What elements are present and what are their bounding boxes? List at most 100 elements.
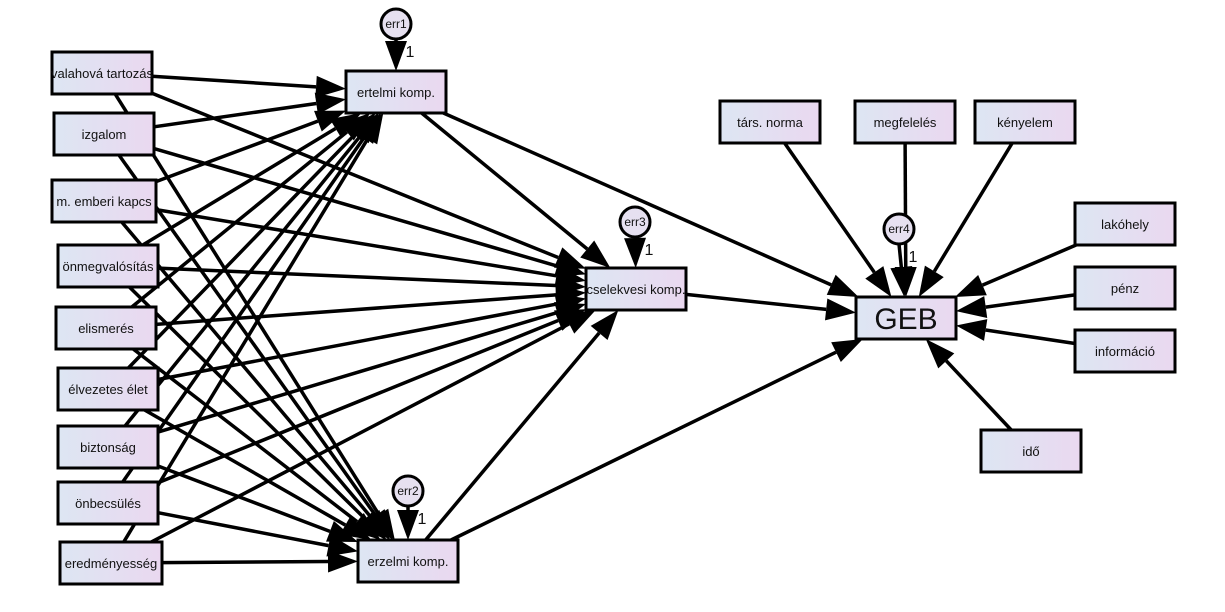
node-box <box>50 178 158 224</box>
nodes-layer: valahová tartozás izgalom m. emberi kapcs ö… <box>50 50 1177 586</box>
node-kenyelem[interactable]: kényelem <box>973 99 1077 145</box>
node-lakohely[interactable]: lakóhely <box>1073 201 1177 247</box>
arrowhead <box>580 240 611 268</box>
path-arrow-line <box>155 119 319 184</box>
node-erzelmi[interactable]: erzelmi komp. <box>356 538 460 584</box>
path-ertelmi-to-geb <box>442 111 859 297</box>
path-arrow-line <box>130 130 349 309</box>
node-ertelmi[interactable]: ertelmi komp. <box>344 69 448 115</box>
node-label: lakóhely <box>1101 217 1149 232</box>
arrowhead <box>956 296 988 318</box>
path-onbecsules-to-erzelmi <box>157 510 358 557</box>
node-penz[interactable]: pénz <box>1073 265 1177 311</box>
node-box <box>52 111 156 157</box>
node-label: GEB <box>874 303 937 336</box>
path-arrow-line <box>157 310 558 434</box>
path-elismeres-to-cselekvesi <box>155 283 586 327</box>
error-label: err3 <box>624 215 646 229</box>
node-ido[interactable]: idő <box>979 428 1083 474</box>
node-tars[interactable]: társ. norma <box>718 99 822 145</box>
node-label: cselekvesi komp. <box>587 282 686 297</box>
path-arrow-line <box>945 359 1013 432</box>
node-megfeleles[interactable]: megfelelés <box>853 99 957 145</box>
error-term-err3[interactable]: err3 1 <box>618 205 654 268</box>
path-valahova-to-ertelmi <box>151 74 346 98</box>
arrowhead <box>358 113 384 145</box>
path-arrow-line <box>127 133 357 370</box>
path-arrow-line <box>143 408 347 527</box>
node-box <box>1073 328 1177 374</box>
path-arrow-line <box>157 302 557 382</box>
path-arrow-line <box>155 207 557 278</box>
node-box <box>56 366 160 412</box>
node-box <box>1073 265 1177 311</box>
node-label: elismerés <box>78 321 134 336</box>
path-arrow-line <box>157 510 329 548</box>
path-arrow-line <box>141 127 337 247</box>
node-onbecsules[interactable]: önbecsülés <box>56 480 160 526</box>
node-elismeres[interactable]: elismerés <box>54 305 158 351</box>
arrowhead <box>397 510 419 540</box>
node-box <box>1073 201 1177 247</box>
node-box <box>979 428 1083 474</box>
path-biztonsag-to-erzelmi <box>157 464 358 542</box>
error-path-err4 <box>890 243 913 297</box>
path-arrow-line <box>121 136 366 484</box>
arrowhead <box>918 265 944 297</box>
path-arrow-line <box>985 293 1076 309</box>
path-arrow-line <box>783 142 876 274</box>
node-izgalom[interactable]: izgalom <box>52 111 156 157</box>
node-valahova[interactable]: valahová tartozás <box>50 50 154 96</box>
error-path-err1 <box>385 39 407 71</box>
node-label: valahová tartozás <box>51 66 153 81</box>
arrowhead <box>824 298 856 321</box>
path-arrow-line <box>981 243 1077 287</box>
path-eredmenyesseg-to-ertelmi <box>122 113 384 543</box>
node-box <box>584 266 688 312</box>
arrowhead <box>624 237 647 268</box>
node-label: társ. norma <box>737 115 804 130</box>
arrowhead <box>954 275 987 297</box>
path-erzelmi-to-cselekvesi <box>424 310 619 542</box>
node-informacio[interactable]: információ <box>1073 328 1177 374</box>
error-path-weight: 1 <box>645 242 654 259</box>
arrowhead <box>590 310 619 341</box>
node-cselekvesi[interactable]: cselekvesi komp. <box>584 266 688 312</box>
path-arrow-line <box>153 146 558 268</box>
node-onmegval[interactable]: önmegvalósítás <box>56 243 160 289</box>
path-arrow-line <box>161 559 329 565</box>
path-izgalom-to-ertelmi <box>153 92 346 129</box>
node-elvezetes[interactable]: élvezetes élet <box>56 366 160 412</box>
node-label: izgalom <box>82 127 127 142</box>
path-ertelmi-to-cselekvesi <box>420 111 611 268</box>
arrowhead <box>327 550 358 573</box>
node-label: információ <box>1095 344 1155 359</box>
node-box <box>58 540 164 586</box>
path-arrow-line <box>424 331 601 542</box>
node-emberi[interactable]: m. emberi kapcs <box>50 178 158 224</box>
edges-layer <box>113 74 1077 573</box>
path-arrow-line <box>120 220 373 519</box>
arrowhead <box>826 274 859 297</box>
node-biztonsag[interactable]: biztonság <box>56 424 160 470</box>
path-erzelmi-to-geb <box>450 339 863 542</box>
path-arrow-line <box>122 137 370 543</box>
error-label: err4 <box>888 222 910 236</box>
arrowhead <box>956 319 988 341</box>
node-geb[interactable]: GEB <box>854 295 958 341</box>
node-box <box>973 99 1077 145</box>
path-arrow-line <box>151 91 559 260</box>
node-box <box>54 305 158 351</box>
arrowhead <box>564 310 596 334</box>
path-arrow-line <box>150 322 570 544</box>
path-tars-to-geb <box>783 142 892 297</box>
path-arrow-line <box>157 464 331 533</box>
error-path-weight: 1 <box>418 511 427 528</box>
node-eredmenyesseg[interactable]: eredményesség <box>58 540 164 586</box>
arrowhead <box>326 521 358 542</box>
path-arrow-line <box>685 292 827 312</box>
